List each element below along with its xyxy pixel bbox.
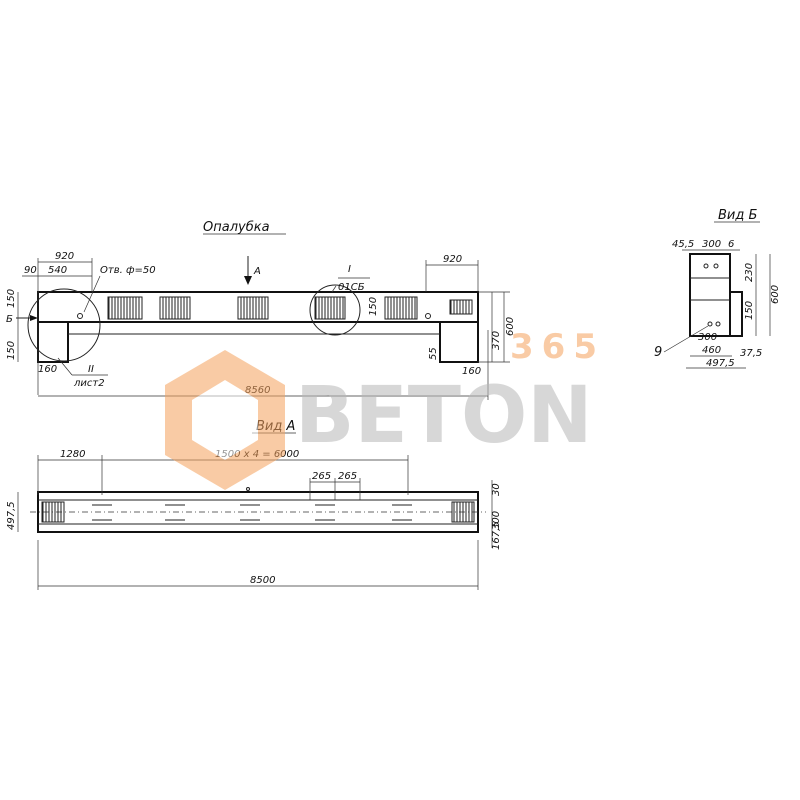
dim-920-right: 920 (443, 254, 462, 265)
dim-300-a: 300 (491, 511, 502, 530)
view-b-hole-1 (703, 263, 709, 269)
view-b-hole-2 (713, 263, 719, 269)
section-b-arrow-head (30, 315, 38, 321)
view-b: Вид Б 45,5 300 6 230 150 600 300 460 37,… (654, 208, 781, 369)
insert-zone-3 (237, 296, 269, 320)
formwork-title: Опалубка (203, 220, 270, 235)
view-b-flange (729, 291, 743, 337)
dim-6: 6 (728, 239, 734, 250)
watermark-brand: BETON (295, 371, 593, 461)
dim-150-top: 150 (6, 289, 17, 308)
detail-circle-ii (27, 288, 101, 362)
dim-30: 30 (491, 483, 502, 496)
dim-8500: 8500 (250, 575, 275, 586)
insert-zone-1 (107, 296, 143, 320)
dim-265-b: 265 (338, 471, 357, 482)
node-i-number: I (348, 264, 351, 275)
view-b-hole-4 (715, 321, 721, 327)
dim-600: 600 (505, 317, 516, 336)
view-a-arrow-head (244, 276, 252, 285)
hole-note: Отв. ф=50 (100, 265, 156, 276)
dim-497-5: 497,5 (6, 501, 17, 530)
view-b-hole-3 (707, 321, 713, 327)
insert-zone-4 (314, 296, 346, 320)
watermark-number: 365 (510, 327, 605, 367)
dim-370: 370 (491, 331, 502, 350)
hole-note-leader (83, 275, 101, 313)
item-9-label: 9 (654, 345, 662, 360)
detail-circle-i (309, 284, 361, 336)
dim-90: 90 (24, 265, 37, 276)
view-a-inserts (92, 487, 412, 521)
dim-view-b-300: 300 (702, 239, 721, 250)
section-b-label: Б (6, 314, 13, 325)
node-ii-leader (57, 357, 73, 376)
item-9-leader (663, 325, 709, 353)
dim-160-left: 160 (38, 364, 57, 375)
node-i-leader (331, 285, 337, 293)
view-a-arrow-label: А (253, 266, 261, 277)
dim-view-b-300-low: 300 (698, 332, 717, 343)
hole-left (77, 313, 83, 319)
view-b-section-outline (689, 253, 731, 337)
beam-right-support (439, 321, 479, 363)
dim-160-right: 160 (462, 366, 481, 377)
node-ii-number: II (88, 364, 94, 375)
dim-view-b-600: 600 (770, 285, 781, 304)
insert-zone-2 (159, 296, 191, 320)
view-a-end-left (41, 501, 65, 523)
dim-45-5: 45,5 (672, 239, 694, 250)
dim-265-a: 265 (312, 471, 331, 482)
insert-zone-5 (384, 296, 418, 320)
dim-230: 230 (744, 263, 755, 282)
dim-view-b-150: 150 (744, 301, 755, 320)
node-i-reference: 01СБ (338, 282, 365, 293)
view-b-title: Вид Б (718, 208, 757, 223)
dim-150-right: 150 (368, 297, 379, 316)
view-a-end-right (451, 501, 475, 523)
dim-460: 460 (702, 345, 721, 356)
dim-view-b-497-5: 497,5 (706, 358, 735, 369)
dim-167-5: 167,5 (491, 521, 502, 550)
dim-55: 55 (428, 347, 439, 360)
dim-150-bottom: 150 (6, 341, 17, 360)
dim-1280: 1280 (60, 449, 85, 460)
dim-540: 540 (48, 265, 67, 276)
formwork-view: Опалубка I 01СБ II лист2 Отв. ф=50 (6, 220, 516, 400)
node-ii-reference: лист2 (73, 378, 105, 389)
dim-920-left: 920 (55, 251, 74, 262)
dim-37-5: 37,5 (740, 348, 762, 359)
insert-zone-6 (449, 299, 473, 315)
watermark-logo-hex-inner (192, 380, 258, 460)
watermark: BETON 365 (165, 327, 605, 490)
hole-right (425, 313, 431, 319)
view-a-mark (246, 487, 250, 491)
beam-left-support (37, 321, 69, 363)
